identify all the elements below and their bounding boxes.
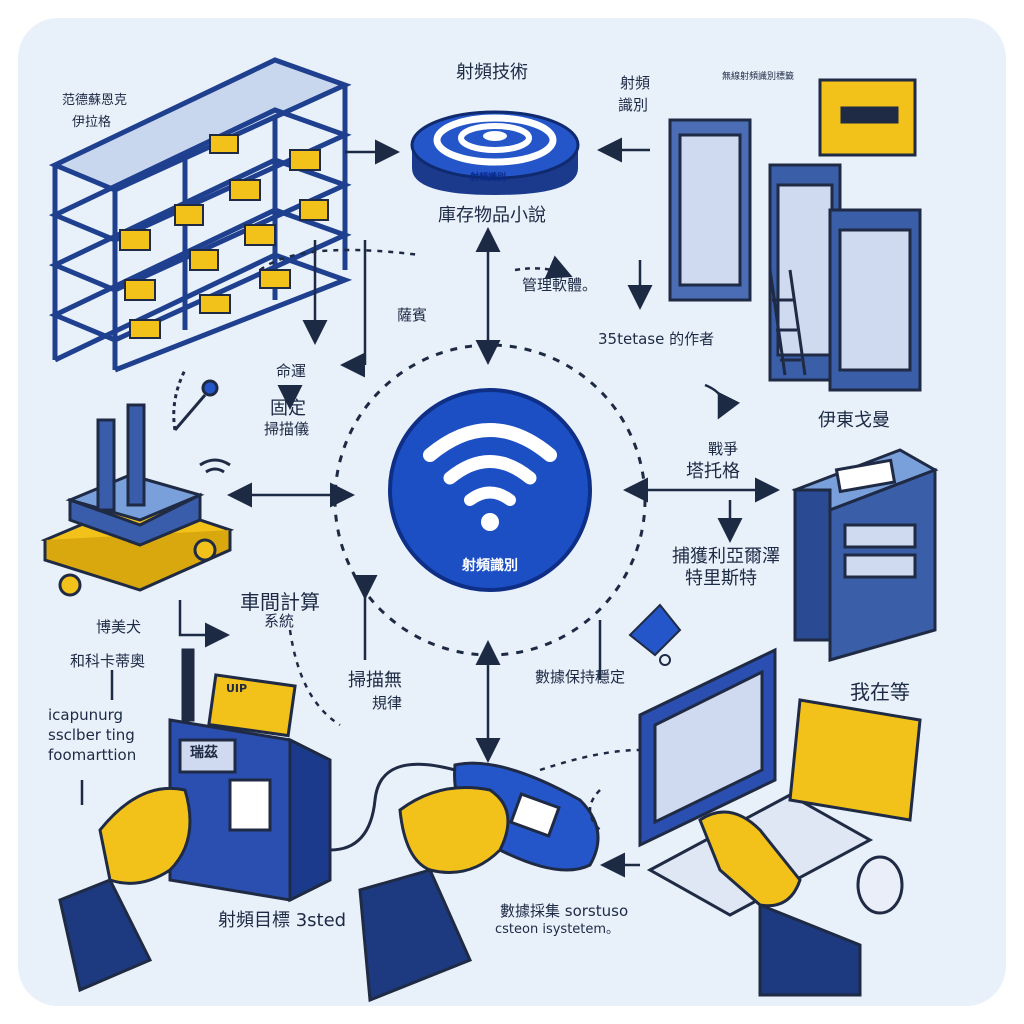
data-collect-label-1: 數據採集 sorstuso [500, 902, 629, 920]
fixed-label: 固定 [270, 398, 306, 419]
capture-label-2: 特里斯特 [685, 568, 757, 589]
reader-caption: 庫存物品小說 [438, 205, 546, 226]
heko-label: 和科卡蒂奧 [70, 652, 146, 670]
scan-rule-label-1: 掃描無 [348, 670, 402, 691]
eng-label-3: foomarttion [48, 746, 137, 764]
fate-label: 命運 [276, 362, 307, 380]
right-server-label: 伊東戈曼 [818, 410, 890, 431]
top-right-label-2: 識別 [618, 96, 649, 114]
hub-label: 射頻識別 [462, 558, 518, 574]
tatog-label: 塔托格 [686, 461, 740, 482]
server-racks [668, 78, 922, 392]
reader-title: 射頻技術 [456, 62, 528, 83]
pomeranian-label: 博美犬 [96, 618, 142, 636]
mgmt-software-label: 管理軟體。 [522, 276, 598, 294]
connector-arrows [80, 137, 780, 878]
shelf-boxes [119, 134, 329, 339]
rfid-reader-pad [410, 110, 580, 195]
reader-plate-text: 射頻識別 [470, 173, 507, 183]
warehouse-shelves [48, 57, 353, 373]
handheld-screen-text: 瑞茲 [190, 745, 218, 761]
fixed-scanner-device [40, 403, 235, 597]
data-stable-label: 數據保持穩定 [535, 668, 626, 686]
sabin-label: 薩賓 [397, 306, 428, 324]
handheld-tag-device [58, 648, 332, 993]
shelf-label-1: 范德蘇恩克 [62, 93, 128, 108]
shelf-label-2: 伊拉格 [72, 115, 112, 130]
author-label: 35tetase 的作者 [598, 330, 715, 348]
capture-label-1: 捕獲利亞爾澤 [672, 546, 780, 567]
scan-rule-label-2: 規律 [372, 694, 403, 712]
computer-workstation [638, 647, 922, 997]
eng-label-2: ssclber ting [48, 726, 135, 744]
war-label: 戰爭 [708, 440, 739, 458]
scanner-label: 掃描儀 [264, 420, 310, 438]
waiting-label: 我在等 [850, 680, 910, 704]
handheld-caption: 射頻目標 3sted [218, 910, 347, 931]
rfid-tag-icon [628, 603, 682, 666]
tower-server [791, 448, 939, 662]
data-collect-label-2: csteon isystetem。 [495, 922, 620, 937]
signal-waves-icon [199, 458, 231, 474]
microphone-icon [172, 369, 219, 431]
eng-label-1: icapunurg [48, 706, 124, 724]
handheld-sticker-text: UIP [226, 682, 248, 695]
wifi-icon [423, 423, 557, 531]
workshop-system-label-2: 系統 [264, 612, 295, 630]
top-right-label-1: 射頻 [620, 74, 651, 92]
handheld-scanner [329, 761, 600, 1003]
top-right-small-label: 無線射頻識別標籤 [722, 72, 795, 82]
workshop-system-label-1: 車間計算 [240, 590, 320, 614]
